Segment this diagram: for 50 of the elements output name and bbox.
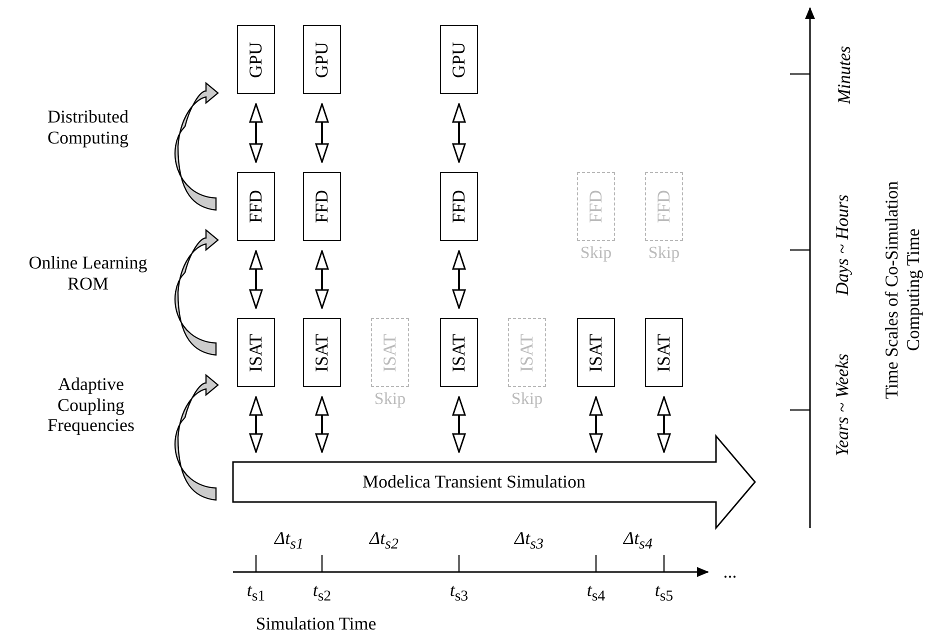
double-arrow: [315, 250, 329, 309]
interval-label: Δt$_{s3}$: [514, 528, 544, 554]
module-box: GPU: [237, 25, 275, 94]
double-arrow: [315, 103, 329, 163]
double-arrow: [657, 396, 671, 453]
side-label: Online Learning ROM: [28, 252, 148, 294]
time-point-label: t$_{s5}$: [654, 580, 674, 606]
interval-label: Δt$_{s4}$: [624, 528, 652, 554]
module-box: FFD: [440, 172, 478, 241]
module-box: FFD: [237, 172, 275, 241]
double-arrow: [315, 396, 329, 453]
module-box: GPU: [440, 25, 478, 94]
module-box: ISAT: [440, 318, 478, 387]
interval-label: Δt$_{s1}$: [274, 528, 304, 554]
double-arrow: [452, 396, 466, 453]
time-point-label: t$_{s3}$: [450, 580, 468, 606]
skip-label: Skip: [374, 389, 406, 409]
block-arrow: [232, 434, 756, 530]
skipped-module-box: ISAT: [371, 318, 409, 387]
module-box: ISAT: [577, 318, 615, 387]
double-arrow: [452, 250, 466, 309]
double-arrow: [249, 396, 263, 453]
time-point-label: t$_{s4}$: [586, 580, 606, 606]
side-label: Adaptive Coupling Frequencies: [46, 374, 136, 436]
axis-title: Time Scales of Co-Simulation Computing Time: [881, 180, 924, 401]
skipped-module-box: FFD: [577, 172, 615, 241]
skip-label: Skip: [648, 243, 680, 263]
block-arrow-label: Modelica Transient Simulation: [362, 472, 586, 492]
module-box: GPU: [303, 25, 341, 94]
axis-title: Simulation Time: [256, 614, 376, 634]
time-point-label: t$_{s1}$: [246, 580, 266, 606]
module-box: ISAT: [645, 318, 683, 387]
interval-label: Δt$_{s2}$: [370, 528, 398, 554]
side-label: Distributed Computing: [46, 106, 130, 148]
ellipsis: ...: [723, 562, 737, 582]
module-box: ISAT: [303, 318, 341, 387]
scale-label: Days ~ Hours: [832, 194, 854, 296]
module-box: ISAT: [237, 318, 275, 387]
skip-label: Skip: [580, 243, 612, 263]
double-arrow: [589, 396, 603, 453]
skipped-module-box: FFD: [645, 172, 683, 241]
double-arrow: [249, 103, 263, 163]
skipped-module-box: ISAT: [508, 318, 546, 387]
time-point-label: t$_{s2}$: [312, 580, 332, 606]
double-arrow: [452, 103, 466, 163]
scale-label: Years ~ Weeks: [832, 354, 854, 456]
skip-label: Skip: [511, 389, 543, 409]
double-arrow: [249, 250, 263, 309]
module-box: FFD: [303, 172, 341, 241]
scale-label: Minutes: [834, 46, 856, 104]
